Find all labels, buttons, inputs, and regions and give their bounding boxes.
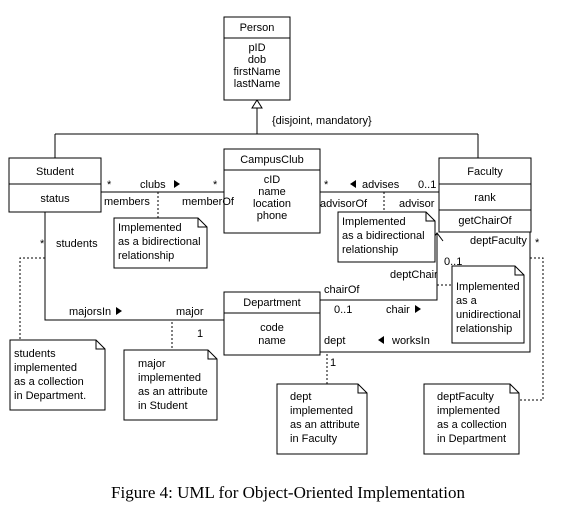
attribute: phone xyxy=(257,210,288,222)
figure-caption: Figure 4: UML for Object-Oriented Implem… xyxy=(111,483,465,502)
note-major: major implemented as an attribute in Stu… xyxy=(123,349,218,421)
class-campusclub: CampusClub cID name location phone xyxy=(223,148,321,234)
note-line: Implemented xyxy=(342,216,406,228)
direction-arrow xyxy=(378,336,384,344)
multiplicity: * xyxy=(535,237,540,249)
note-line: as a xyxy=(456,295,478,307)
direction-arrow xyxy=(415,305,421,313)
attribute: cID xyxy=(264,174,281,186)
multiplicity: * xyxy=(324,179,329,191)
note-dept: dept implemented as an attribute in Facu… xyxy=(276,383,368,455)
class-department: Department code name xyxy=(223,291,321,356)
note-line: Implemented xyxy=(456,281,520,293)
role-label: majorsIn xyxy=(69,306,111,318)
note-line: as an attribute xyxy=(290,419,360,431)
attribute: status xyxy=(40,193,70,205)
attribute: rank xyxy=(474,192,496,204)
attribute: lastName xyxy=(234,78,280,90)
role-label: chairOf xyxy=(324,284,360,296)
role-label: deptFaculty xyxy=(470,235,527,247)
role-label: deptChair xyxy=(390,269,438,281)
assoc-club-faculty: * advises 0..1 advisorOf advisor xyxy=(320,179,439,212)
role-label: clubs xyxy=(140,179,166,191)
note-line: relationship xyxy=(456,323,512,335)
note-line: as a collection xyxy=(437,419,507,431)
role-label: worksIn xyxy=(391,335,430,347)
note-line: relationship xyxy=(342,244,398,256)
multiplicity: 1 xyxy=(197,328,203,340)
attribute: name xyxy=(258,335,286,347)
note-line: dept xyxy=(290,391,311,403)
note-line: implemented xyxy=(14,362,77,374)
note-line: major xyxy=(138,358,166,370)
class-name: Department xyxy=(243,297,300,309)
multiplicity: * xyxy=(213,179,218,191)
constraint-label: {disjoint, mandatory} xyxy=(272,115,372,127)
role-label: dept xyxy=(324,335,345,347)
note-line: implemented xyxy=(290,405,353,417)
note-line: relationship xyxy=(118,250,174,262)
attribute: firstName xyxy=(233,66,280,78)
note-line: deptFaculty xyxy=(437,391,494,403)
note-line: in Student xyxy=(138,400,188,412)
class-faculty: Faculty rank getChairOf xyxy=(438,157,532,233)
role-label: advisorOf xyxy=(320,198,368,210)
assoc-student-club: * clubs * members memberOf xyxy=(101,179,235,218)
class-name: Person xyxy=(240,22,275,34)
generalization-lines xyxy=(54,99,479,158)
role-label: memberOf xyxy=(182,196,235,208)
assoc-student-department: * students majorsIn major 1 xyxy=(19,212,224,350)
attribute: dob xyxy=(248,54,266,66)
note-line: in Department. xyxy=(14,390,86,402)
role-label: chair xyxy=(386,304,410,316)
multiplicity: 0..1 xyxy=(444,256,462,268)
note-line: implemented xyxy=(437,405,500,417)
multiplicity: 1 xyxy=(330,357,336,369)
direction-arrow xyxy=(174,180,180,188)
role-label: students xyxy=(56,238,98,250)
note-line: Implemented xyxy=(118,222,182,234)
note-advises: Implemented as a bidirectional relations… xyxy=(337,211,436,263)
note-clubs: Implemented as a bidirectional relations… xyxy=(113,217,208,269)
operation: getChairOf xyxy=(458,215,512,227)
multiplicity: 0..1 xyxy=(334,304,352,316)
attribute: name xyxy=(258,186,286,198)
note-line: implemented xyxy=(138,372,201,384)
multiplicity: * xyxy=(40,238,45,250)
attribute: location xyxy=(253,198,291,210)
attribute: pID xyxy=(248,42,265,54)
class-name: CampusClub xyxy=(240,154,304,166)
note-students: students implemented as a collection in … xyxy=(9,339,106,411)
note-line: unidirectional xyxy=(456,309,521,321)
note-line: as an attribute xyxy=(138,386,208,398)
assoc-chair: chairOf 0..1 chair deptChair 0..1 xyxy=(320,232,462,316)
multiplicity: * xyxy=(107,179,112,191)
note-line: in Department xyxy=(437,433,506,445)
class-name: Faculty xyxy=(467,166,503,178)
note-deptfaculty: deptFaculty implemented as a collection … xyxy=(423,383,520,455)
class-name: Student xyxy=(36,166,74,178)
note-chair: Implemented as a unidirectional relation… xyxy=(451,265,525,344)
direction-arrow xyxy=(116,307,122,315)
attribute: code xyxy=(260,322,284,334)
class-person: Person pID dob firstName lastName xyxy=(223,16,291,101)
class-student: Student status xyxy=(8,157,102,213)
role-label: members xyxy=(104,196,150,208)
role-label: advisor xyxy=(399,198,435,210)
multiplicity: 0..1 xyxy=(418,179,436,191)
note-line: as a bidirectional xyxy=(342,230,425,242)
role-label: advises xyxy=(362,179,400,191)
inheritance-triangle xyxy=(251,99,263,109)
assoc-worksin: deptFaculty * dept worksIn 1 xyxy=(320,232,544,401)
note-line: students xyxy=(14,348,56,360)
note-line: as a collection xyxy=(14,376,84,388)
note-line: as a bidirectional xyxy=(118,236,201,248)
direction-arrow xyxy=(350,180,356,188)
role-label: major xyxy=(176,306,204,318)
note-line: in Faculty xyxy=(290,433,338,445)
